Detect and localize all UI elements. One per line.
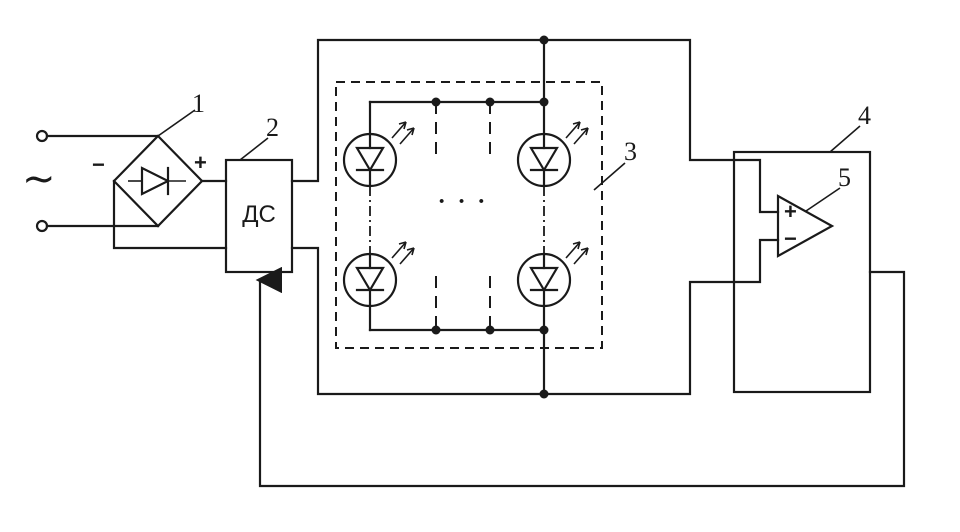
matrix-ellipsis: · · ·	[436, 183, 487, 220]
feedback-line	[255, 266, 906, 488]
opamp-minus-sign: −	[784, 226, 797, 251]
led-matrix: · · · 3	[335, 81, 637, 349]
ac-terminal-bottom	[35, 219, 49, 233]
label-led-matrix: 3	[624, 137, 637, 166]
rectifier-plus-sign: +	[194, 150, 207, 175]
control-unit-block: 4 + − 5	[732, 101, 872, 394]
op-amp: + − 5	[776, 163, 851, 258]
label-dc-converter: 2	[266, 113, 279, 142]
rectifier-bridge: − + 1	[92, 89, 207, 228]
dc-converter-text: ДС	[242, 201, 276, 228]
led-bottom-right	[516, 240, 590, 308]
label-rectifier: 1	[192, 89, 205, 118]
ac-input: ~	[22, 129, 160, 233]
led-bottom-left	[342, 240, 416, 308]
label-control-unit: 4	[858, 101, 871, 130]
dc-converter-block: ДС 2	[224, 113, 294, 274]
opamp-plus-sign: +	[784, 199, 797, 224]
label-amplifier: 5	[838, 163, 851, 192]
ac-terminal-top	[35, 129, 49, 143]
rectifier-minus-sign: −	[92, 152, 105, 177]
ac-symbol: ~	[22, 156, 56, 202]
led-top-left	[342, 120, 416, 188]
led-top-right	[516, 120, 590, 188]
